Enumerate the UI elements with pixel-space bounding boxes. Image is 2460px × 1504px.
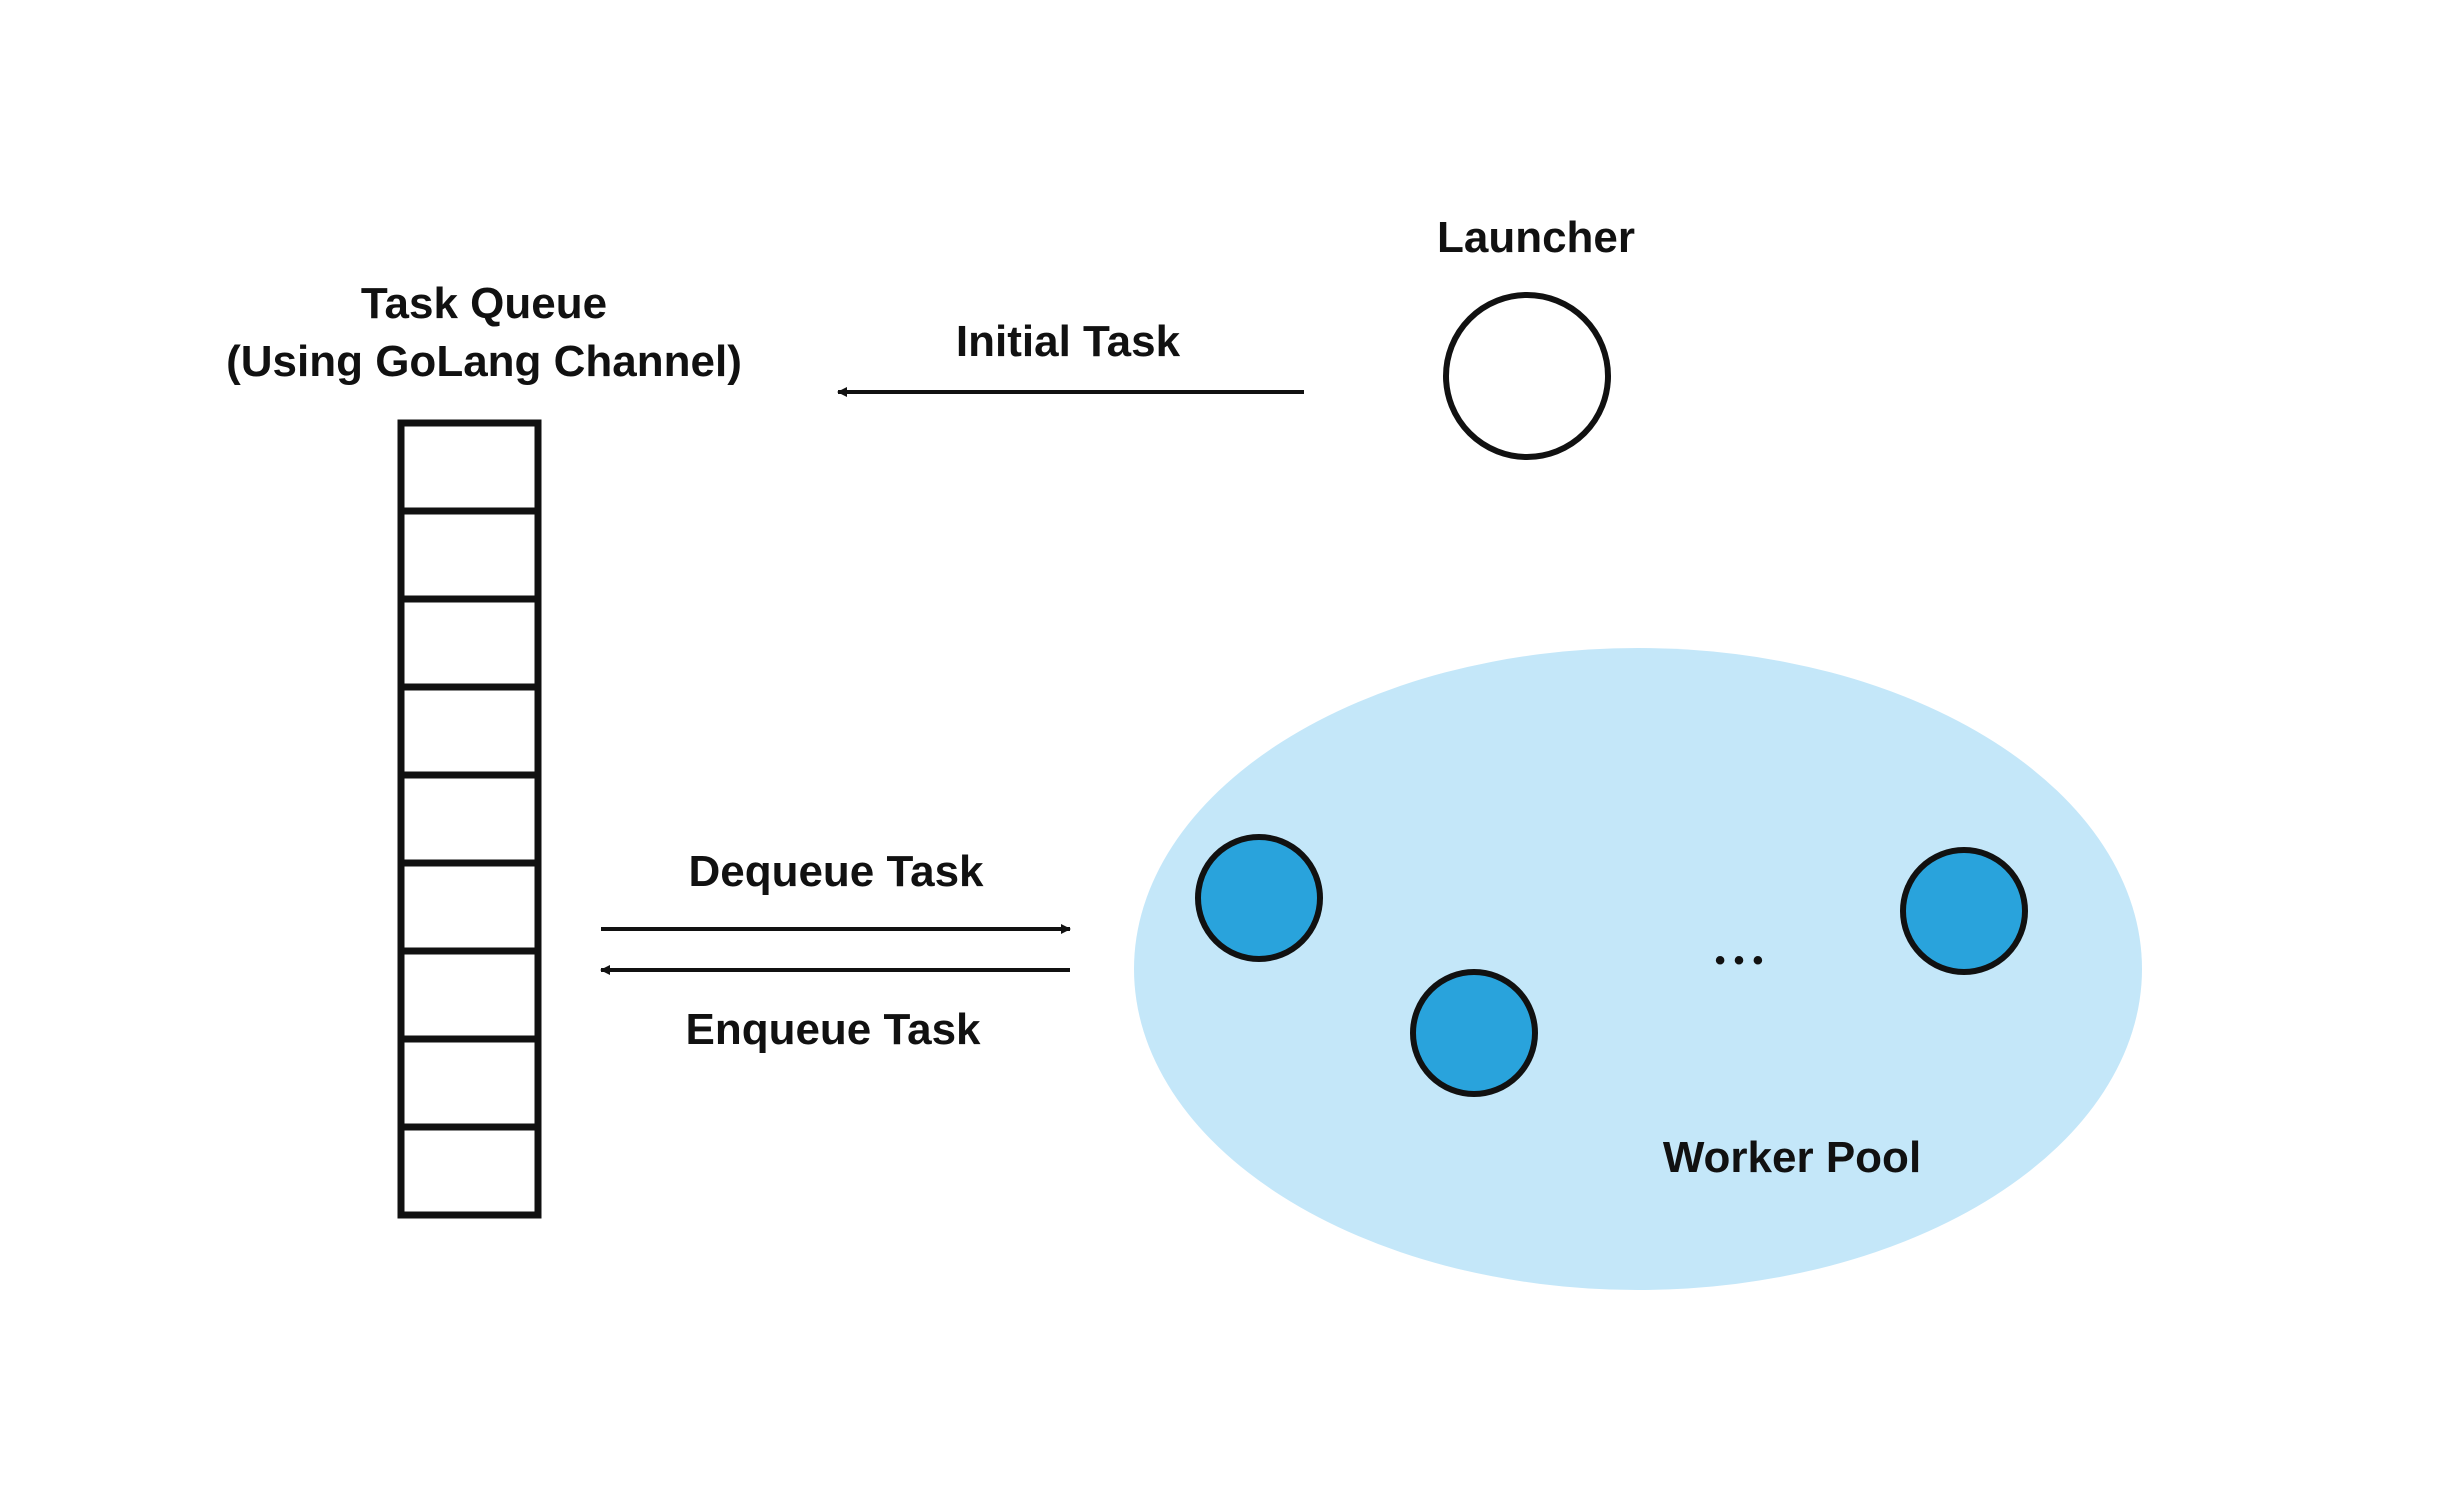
- queue-slot-5: [397, 771, 542, 867]
- queue-slot-9: [397, 1123, 542, 1219]
- initial-task-label: Initial Task: [956, 317, 1181, 366]
- launcher-node: [1443, 292, 1611, 460]
- worker-ellipsis: • • •: [1715, 944, 1763, 977]
- launcher-label: Launcher: [1437, 213, 1635, 262]
- worker-node-3: [1900, 847, 2028, 975]
- queue-slot-4: [397, 683, 542, 779]
- worker-node-2: [1410, 969, 1538, 1097]
- enqueue-task-label: Enqueue Task: [685, 1005, 981, 1054]
- queue-slot-8: [397, 1035, 542, 1131]
- dequeue-task-label: Dequeue Task: [688, 847, 984, 896]
- task-queue-subtitle: (Using GoLang Channel): [226, 337, 742, 386]
- queue-slot-1: [397, 419, 542, 515]
- queue-slot-6: [397, 859, 542, 955]
- queue-slot-3: [397, 595, 542, 691]
- task-queue-stack: [397, 419, 542, 1219]
- task-queue-title: Task Queue: [361, 279, 607, 328]
- worker-pool-area: [1134, 648, 2142, 1290]
- queue-slot-7: [397, 947, 542, 1043]
- worker-pool-label: Worker Pool: [1663, 1133, 1921, 1182]
- worker-node-1: [1195, 834, 1323, 962]
- queue-slot-2: [397, 507, 542, 603]
